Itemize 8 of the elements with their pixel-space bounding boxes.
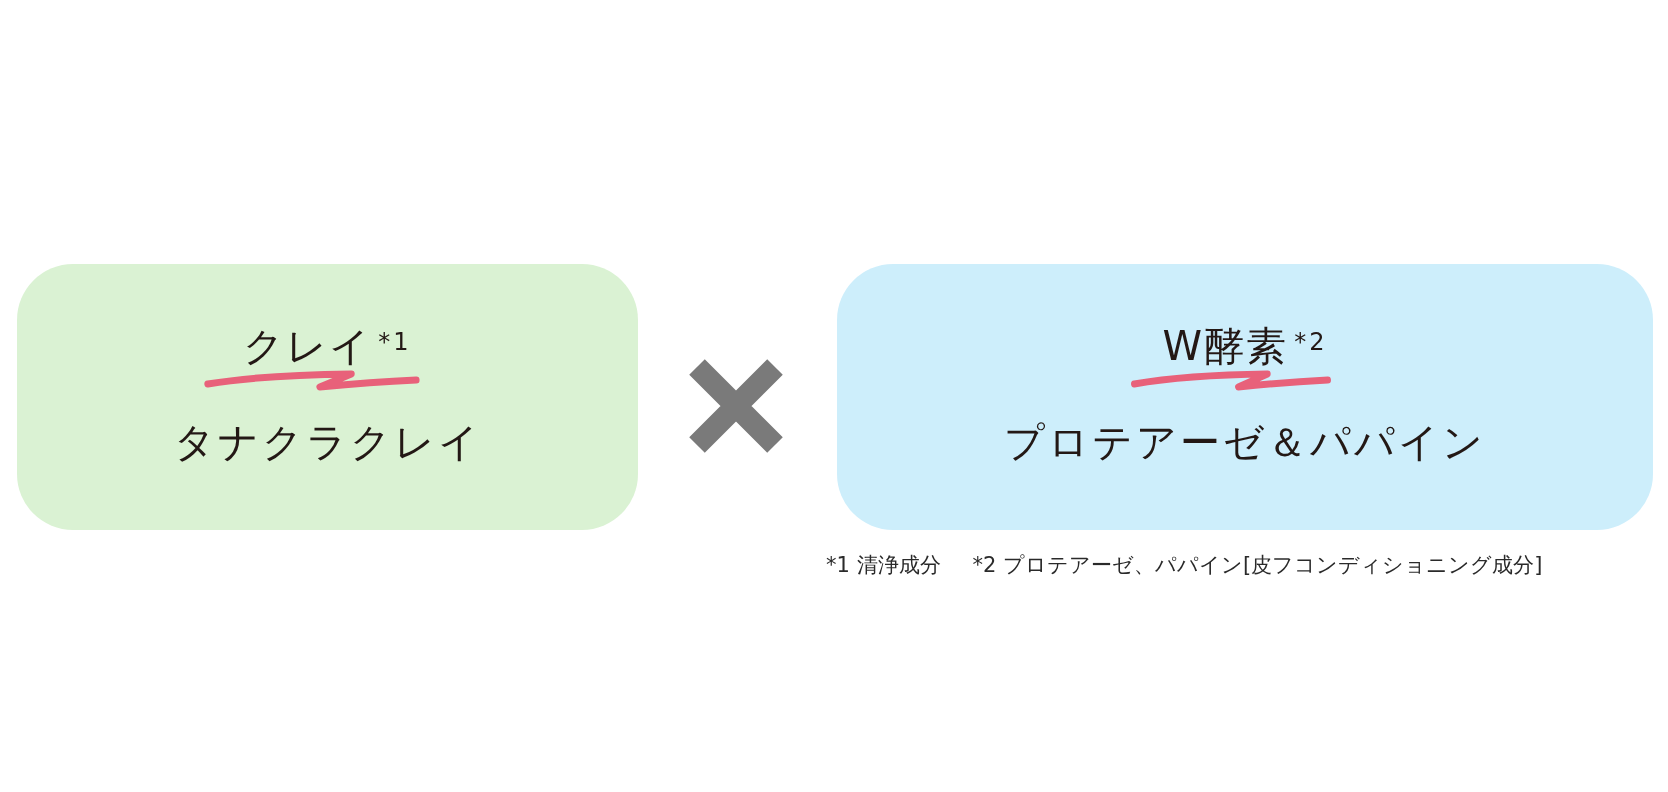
- rounded-box: [837, 264, 1653, 530]
- heading: クレイ$^{*1}$: [243, 322, 412, 370]
- ingredient-name: プロテアーゼ＆パパイン: [1004, 418, 1486, 467]
- footnote: *1 清浄成分: [826, 552, 941, 579]
- ingredient-name: タナクラクレイ: [173, 418, 482, 467]
- rounded-box: [17, 264, 638, 530]
- footnote: *2 プロテアーゼ、パパイン[皮フコンディショニング成分]: [972, 552, 1543, 579]
- heading: W酵素$^{*2}$: [1162, 322, 1328, 370]
